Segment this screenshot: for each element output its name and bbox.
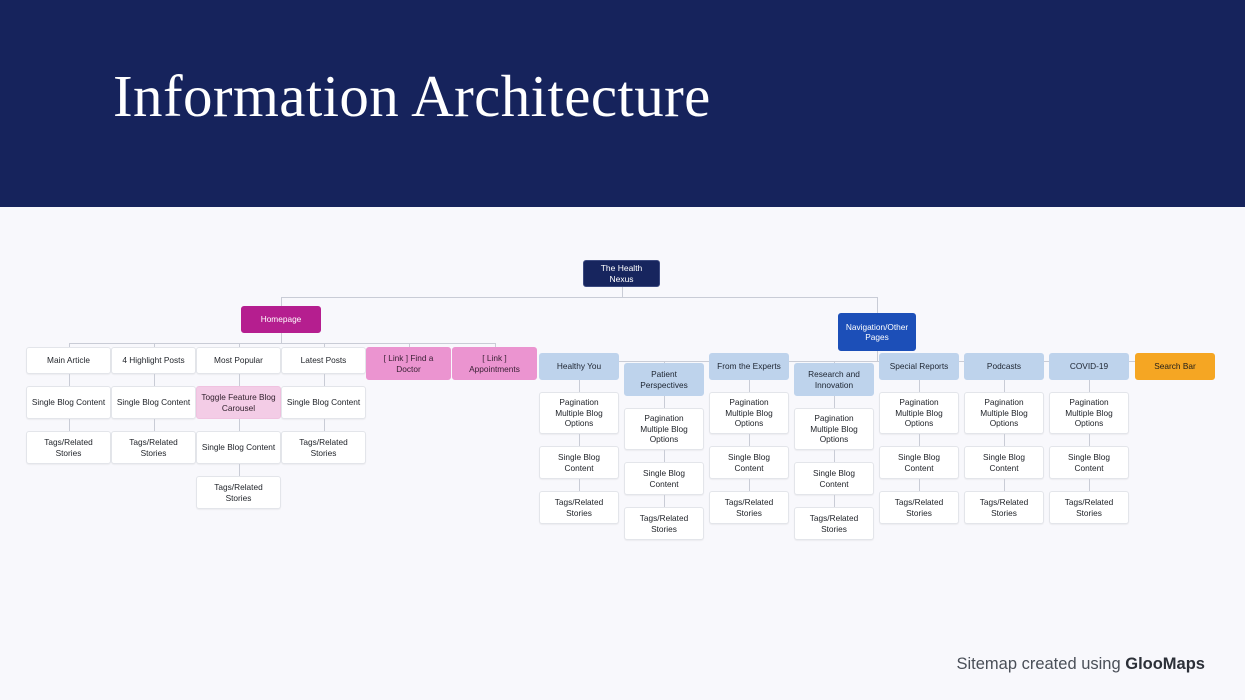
node-pagination-multiple-blog-options[interactable]: Pagination Multiple Blog Options <box>539 392 619 434</box>
node-research-and-innovation[interactable]: Research and Innovation <box>794 363 874 396</box>
title-band: Information Architecture <box>0 0 1245 207</box>
connector-line <box>877 351 878 361</box>
node-toggle-feature-blog-carousel[interactable]: Toggle Feature Blog Carousel <box>196 386 281 419</box>
node-single-blog-content[interactable]: Single Blog Content <box>879 446 959 479</box>
connector-line <box>664 361 665 363</box>
node-single-blog-content[interactable]: Single Blog Content <box>794 462 874 495</box>
connector-line <box>238 419 240 431</box>
node-healthy-you[interactable]: Healthy You <box>539 353 619 380</box>
node-tags-related-stories[interactable]: Tags/Related Stories <box>196 476 281 509</box>
node-single-blog-content[interactable]: Single Blog Content <box>1049 446 1129 479</box>
connector-line <box>749 479 750 491</box>
node-pagination-multiple-blog-options[interactable]: Pagination Multiple Blog Options <box>964 392 1044 434</box>
node-search-bar[interactable]: Search Bar <box>1135 353 1215 380</box>
node-patient-perspectives[interactable]: Patient Perspectives <box>624 363 704 396</box>
connector-line <box>323 343 325 347</box>
connector-line <box>919 479 920 491</box>
node-homepage[interactable]: Homepage <box>241 306 321 333</box>
connector-line <box>153 374 155 386</box>
connector-line <box>1004 380 1005 392</box>
node-pagination-multiple-blog-options[interactable]: Pagination Multiple Blog Options <box>879 392 959 434</box>
node-tags-related-stories[interactable]: Tags/Related Stories <box>709 491 789 524</box>
connector-line <box>749 434 750 446</box>
node-from-the-experts[interactable]: From the Experts <box>709 353 789 380</box>
connector-line <box>323 374 325 386</box>
page-title: Information Architecture <box>113 63 711 129</box>
connector-line <box>153 343 155 347</box>
node-tags-related-stories[interactable]: Tags/Related Stories <box>26 431 111 464</box>
connector-line <box>579 434 580 446</box>
connector-line <box>281 297 877 298</box>
connector-line <box>579 380 580 392</box>
node-single-blog-content[interactable]: Single Blog Content <box>964 446 1044 479</box>
node-pagination-multiple-blog-options[interactable]: Pagination Multiple Blog Options <box>794 408 874 450</box>
node-navigation-other-pages[interactable]: Navigation/Other Pages <box>838 313 916 351</box>
node-link-appointments[interactable]: [ Link ] Appointments <box>452 347 537 380</box>
node-single-blog-content[interactable]: Single Blog Content <box>539 446 619 479</box>
connector-line <box>238 464 240 476</box>
connector-line <box>664 396 665 408</box>
connector-line <box>877 297 878 313</box>
node-tags-related-stories[interactable]: Tags/Related Stories <box>281 431 366 464</box>
connector-line <box>238 374 240 386</box>
connector-line <box>408 343 410 347</box>
node-single-blog-content[interactable]: Single Blog Content <box>709 446 789 479</box>
connector-line <box>1089 479 1090 491</box>
connector-line <box>664 495 665 507</box>
node-root-the-health-nexus[interactable]: The Health Nexus <box>583 260 660 287</box>
gloomaps-brand: GlooMaps <box>1125 655 1205 673</box>
connector-line <box>834 396 835 408</box>
connector-line <box>68 374 70 386</box>
node-special-reports[interactable]: Special Reports <box>879 353 959 380</box>
connector-line <box>1004 479 1005 491</box>
connector-line <box>749 380 750 392</box>
node-podcasts[interactable]: Podcasts <box>964 353 1044 380</box>
connector-line <box>834 450 835 462</box>
node-single-blog-content[interactable]: Single Blog Content <box>624 462 704 495</box>
connector-line <box>1004 434 1005 446</box>
connector-line <box>153 419 155 431</box>
connector-line <box>323 419 325 431</box>
connector-line <box>68 343 70 347</box>
connector-line <box>579 361 1175 362</box>
node-single-blog-content[interactable]: Single Blog Content <box>26 386 111 419</box>
connector-line <box>68 419 70 431</box>
connector-line <box>494 343 496 347</box>
node-tags-related-stories[interactable]: Tags/Related Stories <box>1049 491 1129 524</box>
connector-line <box>621 287 623 297</box>
connector-line <box>664 450 665 462</box>
footer-credit: Sitemap created using GlooMaps <box>956 655 1205 674</box>
node-tags-related-stories[interactable]: Tags/Related Stories <box>111 431 196 464</box>
node-single-blog-content[interactable]: Single Blog Content <box>281 386 366 419</box>
node-tags-related-stories[interactable]: Tags/Related Stories <box>794 507 874 540</box>
connector-line <box>68 343 495 344</box>
connector-line <box>919 380 920 392</box>
node-most-popular[interactable]: Most Popular <box>196 347 281 374</box>
credit-prefix: Sitemap created using <box>956 655 1126 673</box>
node-tags-related-stories[interactable]: Tags/Related Stories <box>624 507 704 540</box>
connector-line <box>1089 434 1090 446</box>
node-pagination-multiple-blog-options[interactable]: Pagination Multiple Blog Options <box>709 392 789 434</box>
node-main-article[interactable]: Main Article <box>26 347 111 374</box>
node-latest-posts[interactable]: Latest Posts <box>281 347 366 374</box>
node-single-blog-content[interactable]: Single Blog Content <box>196 431 281 464</box>
node-tags-related-stories[interactable]: Tags/Related Stories <box>539 491 619 524</box>
node-single-blog-content[interactable]: Single Blog Content <box>111 386 196 419</box>
connector-line <box>834 361 835 363</box>
node-tags-related-stories[interactable]: Tags/Related Stories <box>964 491 1044 524</box>
node-pagination-multiple-blog-options[interactable]: Pagination Multiple Blog Options <box>1049 392 1129 434</box>
connector-line <box>238 343 240 347</box>
connector-line <box>281 297 282 306</box>
node-tags-related-stories[interactable]: Tags/Related Stories <box>879 491 959 524</box>
node-covid-19[interactable]: COVID-19 <box>1049 353 1129 380</box>
node-pagination-multiple-blog-options[interactable]: Pagination Multiple Blog Options <box>624 408 704 450</box>
connector-line <box>919 434 920 446</box>
connector-line <box>281 333 282 343</box>
connector-line <box>834 495 835 507</box>
connector-line <box>1089 380 1090 392</box>
node-4-highlight-posts[interactable]: 4 Highlight Posts <box>111 347 196 374</box>
connector-line <box>579 479 580 491</box>
node-link-find-a-doctor[interactable]: [ Link ] Find a Doctor <box>366 347 451 380</box>
